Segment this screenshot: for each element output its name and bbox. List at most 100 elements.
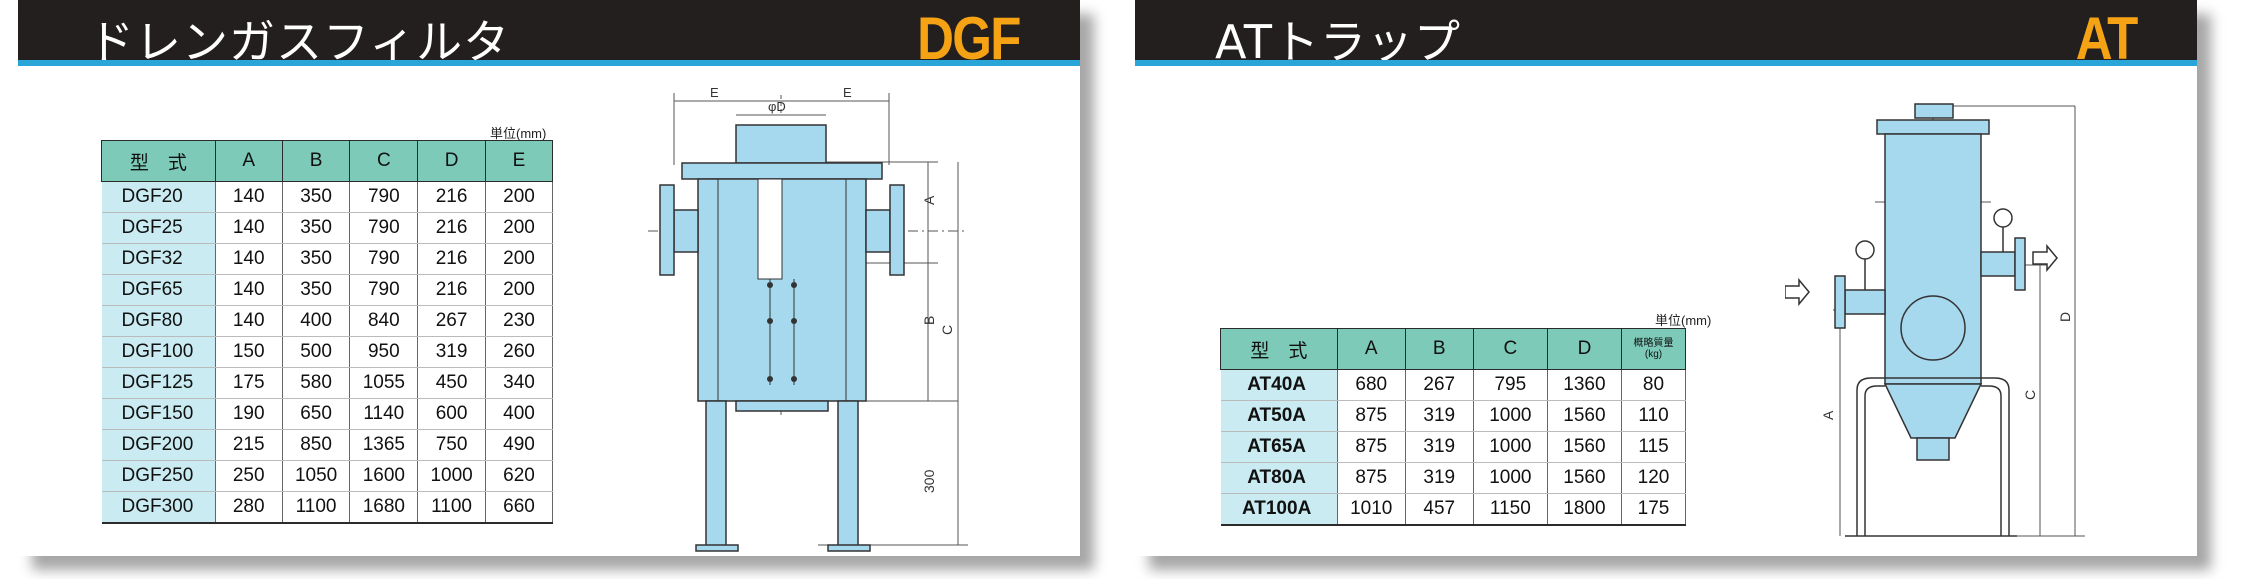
at-header-row: 型 式 A B C D 概略質量 (kg) [1220,328,1686,370]
cell: 200 [485,243,554,275]
cell: 450 [417,367,486,399]
dgf-accent-bar [18,60,1080,66]
cell: 80 [1621,369,1686,401]
cell: 680 [1337,369,1406,401]
cell-model: DGF20 [101,181,216,213]
dgf-panel: ドレンガスフィルタ DGF 単位(mm) 型 式 A B C D E DGF20… [18,0,1080,556]
dgf-inlet-flange [659,184,675,276]
cell: 350 [282,181,351,213]
cell: 350 [282,274,351,306]
cell: 150 [215,336,283,368]
dim-a: A [921,195,937,205]
cell: 1600 [349,460,419,492]
at-accent-bar [1135,60,2197,66]
cell: 1010 [1337,493,1406,526]
header-e: E [484,140,554,182]
dgf-top-flange [681,162,883,180]
at-float [1900,295,1966,361]
dim-phi-d: φD [768,99,786,114]
at-leg-right [1981,377,2010,536]
dgf-leg-right [837,400,859,548]
at-drain-valve [1916,437,1950,461]
at-top-flange [1876,119,1990,135]
cell: 110 [1621,400,1686,432]
dim-c: C [2022,390,2038,400]
cell-model: DGF125 [101,367,216,399]
at-panel: ATトラップ AT 単位(mm) 型 式 A B C D 概略質量 (kg) A… [1135,0,2197,556]
dgf-title-bar: ドレンガスフィルタ DGF [18,0,1080,72]
dgf-unit-label: 単位(mm) [490,126,547,141]
cell: 1000 [1473,400,1548,432]
cell: 319 [1405,431,1474,463]
cell-model: DGF32 [101,243,216,275]
cell: 215 [215,429,283,461]
cell: 620 [485,460,554,492]
dgf-drain [735,400,829,412]
cell: 840 [349,305,419,337]
at-unit-label: 単位(mm) [1655,313,1712,328]
cell-model: DGF200 [101,429,216,461]
cell: 350 [282,212,351,244]
cell: 319 [417,336,486,368]
dgf-foot-right [827,544,871,552]
cell: 1050 [282,460,351,492]
at-inlet-flange [1834,275,1846,329]
cell: 216 [417,212,486,244]
header-b: B [1404,328,1474,370]
cell: 650 [282,398,351,430]
cell: 1800 [1547,493,1623,526]
dgf-outlet-nozzle [865,209,891,253]
dgf-leg-left [705,400,727,548]
cell: 140 [215,305,283,337]
cell: 200 [485,181,554,213]
outlet-arrow-icon [2032,243,2058,273]
cell: 175 [1621,493,1686,526]
at-drawing: φB A C D [1785,103,2085,537]
cell: 875 [1337,431,1406,463]
header-a: A [214,140,283,182]
cell: 790 [349,212,419,244]
cell: 175 [215,367,283,399]
cell: 490 [485,429,554,461]
cell: 1680 [349,491,419,524]
at-pressure-gauge-left [1855,240,1875,260]
at-pressure-gauge-right [1993,208,2013,228]
header-d: D [1546,328,1623,370]
cell-model: AT50A [1220,400,1338,432]
at-leg-left [1856,377,1885,536]
dgf-foot-left [695,544,739,552]
cell: 1100 [417,491,486,524]
header-c: C [349,140,419,182]
header-b: B [281,140,351,182]
cell-model: AT80A [1220,462,1338,494]
cell-model: DGF250 [101,460,216,492]
cell: 140 [215,274,283,306]
cell-model: AT40A [1220,369,1338,401]
dim-c: C [939,325,955,335]
cell: 216 [417,243,486,275]
cell: 319 [1405,400,1474,432]
cell-model: AT100A [1220,493,1338,526]
cell-model: AT65A [1220,431,1338,463]
cell: 250 [215,460,283,492]
dgf-drawing: E E φD A B C 300 [648,85,968,552]
cell: 140 [215,181,283,213]
dim-d: D [2057,312,2073,322]
header-model: 型 式 [101,140,216,182]
cell: 875 [1337,462,1406,494]
cell: 350 [282,243,351,275]
at-outlet-nozzle [1980,251,2016,277]
cell: 216 [417,274,486,306]
